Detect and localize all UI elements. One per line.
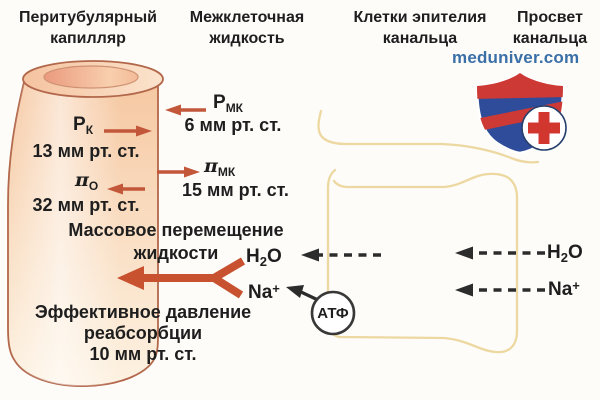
na-pump-arrow [286,285,319,302]
pi-o-letter: π [75,169,89,191]
pmk-arrow [165,104,206,116]
h2o-h: H [246,246,260,267]
effective-pressure-line3: 10 мм рт. ст. [89,344,197,364]
pi-o-arrow [107,183,145,195]
h2o-2: 2 [259,254,267,269]
na-label-right: Na+ [548,278,580,301]
na-dashed-arrow-right [455,283,545,297]
pmk-value: 6 мм рт. ст. [184,115,282,135]
na-plus: + [572,278,580,293]
header-line: канальца [382,30,458,47]
bulk-flow-caption: Массовое перемещение жидкости [56,219,296,265]
header-line: канальца [512,30,588,47]
h2o-label-right: H2O [547,242,583,265]
pk-arrow [104,125,152,137]
pk-subscript: К [85,123,94,137]
pi-mk-arrow [157,166,200,178]
header-tubule-lumen: Просвет канальца [502,7,598,49]
header-intercellular-fluid: Межклеточная жидкость [168,7,326,49]
pmk-subscript: МК [225,101,244,115]
pi-o-subscript: О [88,179,99,193]
peritubular-capillary-tube [7,60,164,387]
pk-symbol: РК [73,114,93,137]
na-label-left: Na+ [248,281,280,304]
meduniver-shield-icon [475,71,567,155]
effective-pressure-line2: реабсорбции [83,323,203,343]
pi-mk-letter: π [204,155,218,177]
atp-label: АТФ [317,305,349,322]
header-line: капилляр [50,30,126,47]
pi-o-symbol: πО [75,169,98,193]
na-plus: + [272,281,280,296]
h2o-dashed-arrow-right [455,246,545,260]
pk-letter: Р [73,114,86,135]
capillary-lumen [43,65,139,89]
effective-pressure-line1: Эффективное давление [34,302,252,322]
na-base: Na [548,279,573,300]
bulk-flow-line2: жидкости [133,243,219,263]
pi-mk-symbol: πМК [204,155,235,179]
upper-cell-membrane [317,109,540,164]
bulk-flow-line1: Массовое перемещение [68,220,284,240]
pk-value: 13 мм рт. ст. [32,141,140,161]
bulk-flow-arrow [117,257,246,299]
header-line: Клетки эпителия [353,9,487,26]
red-cross-icon [528,112,560,144]
h2o-dashed-arrow-left [301,248,381,262]
pi-mk-subscript: МК [217,165,236,179]
h2o-label-left: H2O [246,246,282,269]
header-epithelial-cells: Клетки эпителия канальца [338,7,502,49]
h2o-h: H [547,242,561,263]
header-line: Перитубулярный [19,9,157,26]
atp-pump-circle [310,290,356,336]
pi-mk-value: 15 мм рт. ст. [182,180,289,200]
pmk-letter: Р [213,92,226,113]
h2o-2: 2 [560,250,568,265]
pmk-symbol: РМК [213,92,243,115]
pi-o-value: 32 мм рт. ст. [32,195,140,215]
h2o-o: O [567,242,583,263]
h2o-o: O [266,246,282,267]
header-line: Межклеточная [189,9,305,26]
header-line: жидкость [209,30,285,47]
na-base: Na [248,282,273,303]
header-line: Просвет [517,9,583,26]
lower-cell-membrane [326,168,519,354]
meduniver-watermark: meduniver.com [452,48,580,67]
header-peritubular-capillary: Перитубулярный капилляр [8,7,168,49]
effective-pressure-caption: Эффективное давление реабсорбции 10 мм р… [26,302,260,365]
